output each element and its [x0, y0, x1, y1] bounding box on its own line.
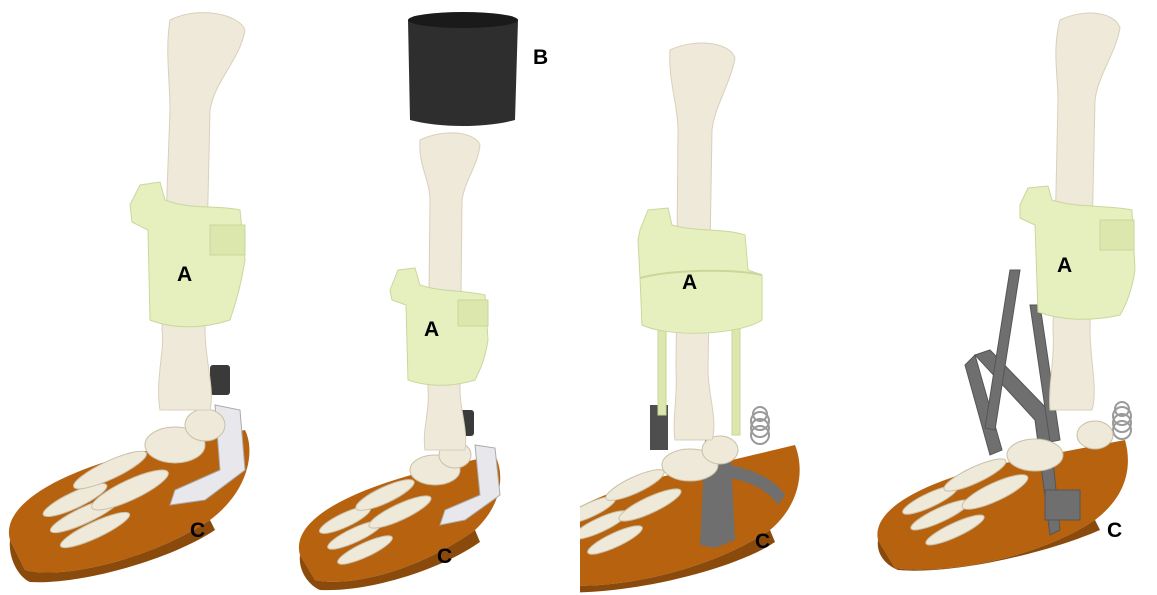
label-a-panel-3: A [682, 272, 697, 293]
panel-1-illustration [0, 0, 290, 595]
orthosis-shell [1020, 186, 1135, 319]
sock-opening [408, 12, 518, 28]
label-a-panel-1: A [177, 264, 192, 285]
ankle-hinge [210, 365, 230, 395]
label-c-panel-4: C [1107, 520, 1122, 541]
sock-sleeve [408, 13, 518, 127]
label-c-panel-1: C [190, 520, 205, 541]
panel-3-illustration [580, 0, 870, 595]
orthosis-tab [458, 300, 488, 326]
orthosis-rod-left [658, 325, 666, 415]
spring-coil [1113, 402, 1131, 439]
label-c-panel-3: C [755, 531, 770, 552]
label-a-panel-2: A [424, 319, 439, 340]
orthosis-tab [1100, 220, 1134, 250]
panel-4-illustration [870, 0, 1157, 595]
label-a-panel-4: A [1057, 255, 1072, 276]
orthosis-tab [210, 225, 245, 255]
spring-coil [751, 407, 769, 444]
label-c-panel-2: C [437, 546, 452, 567]
label-b-panel-2: B [533, 47, 548, 68]
panel-2-illustration [290, 0, 580, 595]
orthosis-rod-right [732, 325, 740, 435]
